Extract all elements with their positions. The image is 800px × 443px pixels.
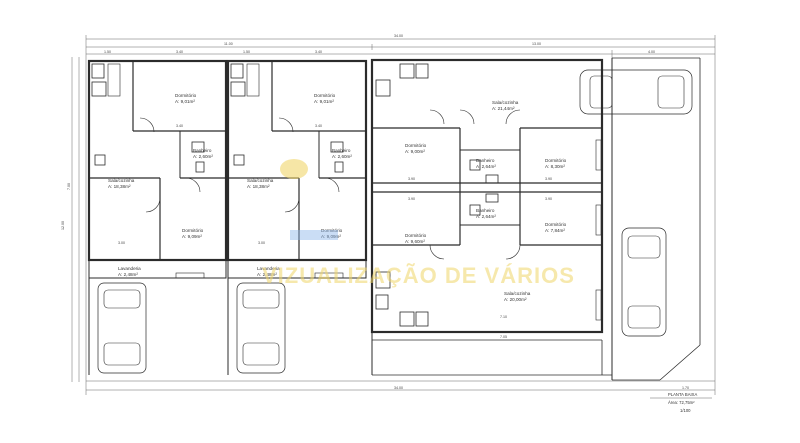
room-name: Dormitório — [405, 233, 427, 238]
dim-seg: 7.05 — [500, 335, 507, 339]
dimension-lines — [71, 35, 716, 395]
dim-seg: 1.50 — [104, 50, 111, 54]
dim-seg: 3.00 — [118, 241, 125, 245]
room-name: Sala/cozinha — [108, 178, 135, 183]
plan-area: Área: 72,75m² — [668, 400, 695, 405]
room-name: Dormitório — [321, 228, 343, 233]
dim-right-setback: 4.00 — [648, 50, 655, 54]
room-name: Sala/cozinha — [504, 291, 531, 296]
dim-seg: 3.00 — [258, 241, 265, 245]
dim-seg: 3.40 — [315, 124, 322, 128]
room-name: Sala/cozinha — [247, 178, 274, 183]
dim-seg: 3.90 — [408, 197, 415, 201]
dim-seg: 3.40 — [176, 50, 183, 54]
room-name: Sala/cozinha — [492, 100, 519, 105]
title-block: PLANTA BAIXA Área: 72,75m² 1/100 — [650, 392, 712, 413]
dim-left-block: 11.00 — [224, 42, 233, 46]
room-area: A: 2,48m² — [257, 272, 277, 277]
dim-seg: 1.70 — [682, 386, 689, 390]
room-name: Dormitório — [175, 93, 197, 98]
unit-right — [370, 58, 612, 376]
room-name: Banheiro — [476, 158, 495, 163]
room-area: A: 18,38m² — [108, 184, 131, 189]
room-name: Dormitório — [545, 222, 567, 227]
plan-title: PLANTA BAIXA — [668, 392, 697, 397]
dim-seg: 1.50 — [243, 50, 250, 54]
dim-right-block: 13.00 — [532, 42, 541, 46]
plan-scale: 1/100 — [680, 408, 691, 413]
room-area: A: 9,01m² — [175, 99, 195, 104]
room-area: A: 9,01m² — [314, 99, 334, 104]
dim-seg: 3.40 — [315, 50, 322, 54]
room-area: A: 2,64m² — [476, 164, 496, 169]
room-name: Dormitório — [545, 158, 567, 163]
room-area: A: 2,48m² — [118, 272, 138, 277]
room-name: Dormitório — [405, 143, 427, 148]
unit-middle — [226, 59, 368, 375]
room-name: Banheiro — [332, 148, 351, 153]
dim-overall-top: 34.00 — [394, 34, 403, 38]
dim-left-height2: 12.00 — [61, 221, 65, 230]
room-area: A: 9,60m² — [405, 239, 425, 244]
room-area: A: 9,09m² — [321, 234, 341, 239]
room-name: Dormitório — [182, 228, 204, 233]
watermark-text: VIZUALIZAÇÃO DE VÁRIOS — [262, 263, 575, 288]
unit-left — [87, 59, 228, 375]
dim-seg: 3.90 — [408, 177, 415, 181]
side-lot — [579, 57, 701, 381]
room-area: A: 2,64m² — [476, 214, 496, 219]
watermark: VIZUALIZAÇÃO DE VÁRIOS — [262, 159, 575, 288]
dim-seg: 3.90 — [545, 177, 552, 181]
room-area: A: 2,60m² — [193, 154, 213, 159]
dim-left-height: 7.00 — [67, 183, 71, 190]
dim-seg: 3.40 — [176, 124, 183, 128]
dim-bottom-total: 34.00 — [394, 386, 403, 390]
room-area: A: 18,38m² — [247, 184, 270, 189]
dim-seg: 3.90 — [545, 197, 552, 201]
room-name: Lavanderia — [257, 266, 280, 271]
room-area: A: 20,00m² — [504, 297, 527, 302]
room-name: Lavanderia — [118, 266, 141, 271]
room-area: A: 9,09m² — [182, 234, 202, 239]
room-name: Banheiro — [193, 148, 212, 153]
dimension-values: 34.00 11.00 13.00 4.00 1.50 3.40 1.50 3.… — [61, 34, 689, 390]
room-area: A: 9,00m² — [405, 149, 425, 154]
room-name: Banheiro — [476, 208, 495, 213]
dim-seg: 7.10 — [500, 315, 507, 319]
room-area: A: 7,84m² — [545, 228, 565, 233]
room-area: A: 8,30m² — [545, 164, 565, 169]
room-area: A: 2,60m² — [332, 154, 352, 159]
room-name: Dormitório — [314, 93, 336, 98]
room-labels: Dormitório A: 9,01m² Banheiro A: 2,60m² … — [108, 93, 567, 302]
room-area: A: 21,44m² — [492, 106, 515, 111]
